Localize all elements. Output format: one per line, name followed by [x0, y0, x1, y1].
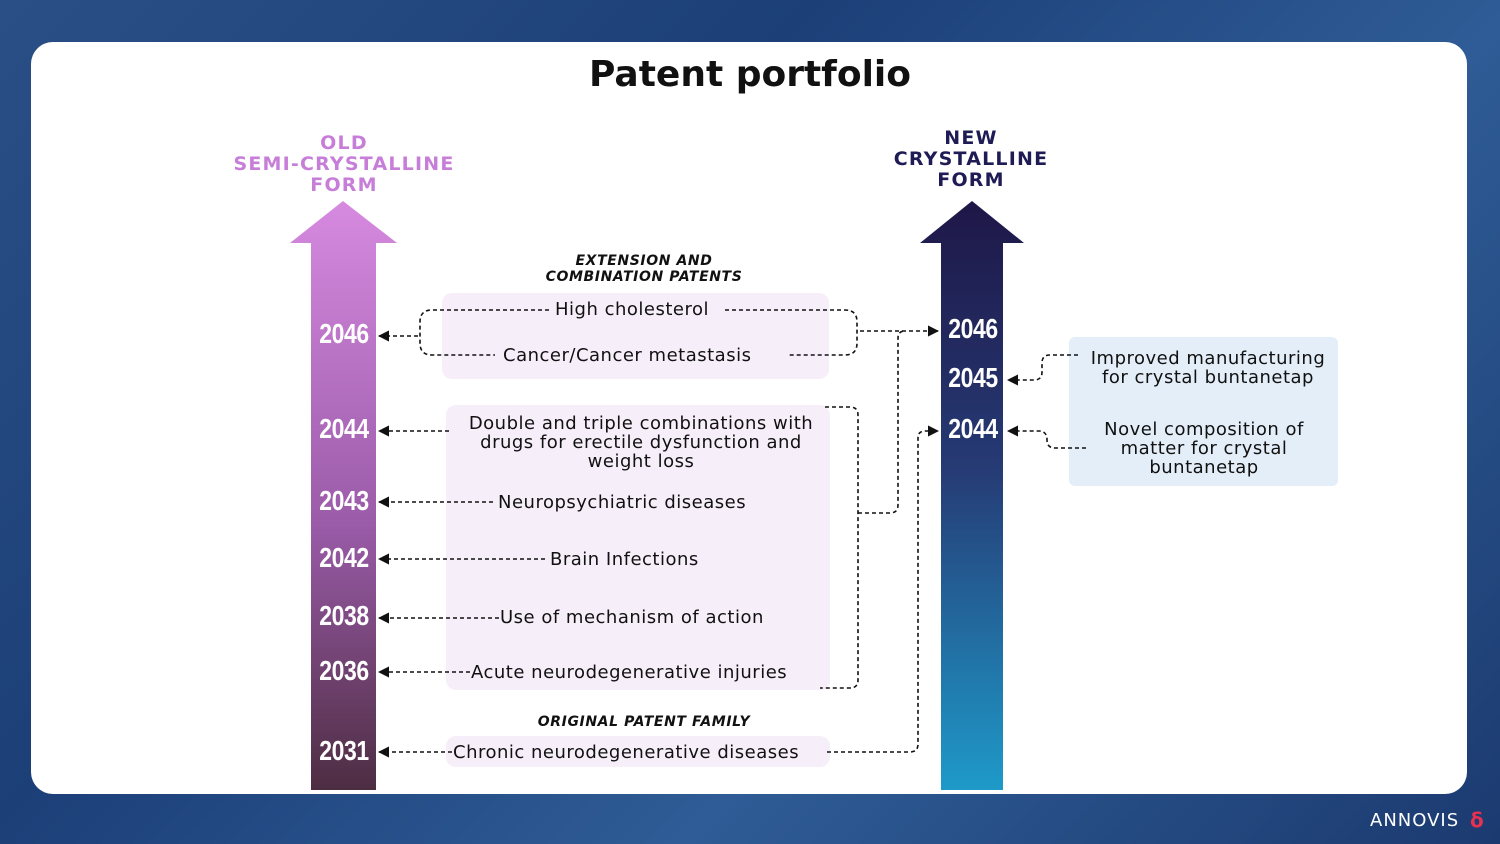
- crystal-composition-line2: matter for crystal: [1120, 438, 1288, 459]
- extension-box-top: [442, 293, 829, 379]
- old-year-2038: 2038: [319, 600, 369, 631]
- patent-chronic: Chronic neurodegenerative diseases: [453, 742, 800, 763]
- crystal-composition-line1: Novel composition of: [1104, 419, 1304, 440]
- patent-combinations-line3: weight loss: [587, 451, 695, 472]
- patent-combinations-line1: Double and triple combinations with: [468, 413, 814, 434]
- patent-mechanism: Use of mechanism of action: [500, 607, 764, 628]
- old-form-line1: OLD: [320, 132, 368, 154]
- crystal-composition: Novel composition of matter for crystal …: [1079, 420, 1329, 477]
- new-year-2044: 2044: [948, 413, 998, 444]
- old-year-2046: 2046: [319, 318, 369, 349]
- crystal-manufacturing-line2: for crystal buntanetap: [1102, 367, 1314, 388]
- crystal-manufacturing: Improved manufacturing for crystal bunta…: [1074, 349, 1342, 387]
- old-year-2044: 2044: [319, 413, 369, 444]
- crystal-patents-box: [1069, 337, 1338, 486]
- new-form-arrow: [920, 201, 1024, 790]
- annovis-logo: ANNOVIS: [1370, 810, 1460, 831]
- old-form-arrow: [290, 201, 397, 790]
- patent-neuropsychiatric: Neuropsychiatric diseases: [498, 492, 747, 513]
- extension-label-line2: COMBINATION PATENTS: [545, 269, 743, 285]
- crystal-manufacturing-line1: Improved manufacturing: [1090, 348, 1326, 369]
- old-year-2043: 2043: [319, 485, 369, 516]
- old-year-2042: 2042: [319, 542, 369, 573]
- patent-acute: Acute neurodegenerative injuries: [471, 662, 788, 683]
- new-form-heading: NEW CRYSTALLINE FORM: [861, 128, 1081, 191]
- new-form-line3: FORM: [937, 169, 1005, 191]
- new-year-2046: 2046: [948, 313, 998, 344]
- new-form-line1: NEW: [944, 127, 998, 149]
- old-form-line2: SEMI-CRYSTALLINE: [233, 153, 455, 175]
- page-title: Patent portfolio: [589, 54, 911, 95]
- original-box: [446, 736, 830, 767]
- old-year-2031: 2031: [319, 735, 369, 766]
- patent-cancer: Cancer/Cancer metastasis: [503, 345, 752, 366]
- patent-high-cholesterol: High cholesterol: [555, 299, 710, 320]
- old-form-line3: FORM: [310, 174, 378, 196]
- new-year-2045: 2045: [948, 362, 998, 393]
- old-form-heading: OLD SEMI-CRYSTALLINE FORM: [214, 133, 474, 196]
- old-year-2036: 2036: [319, 655, 369, 686]
- connector-lines: [377, 309, 1086, 758]
- crystal-composition-line3: buntanetap: [1149, 457, 1259, 478]
- annovis-logo-mark: δ: [1470, 808, 1484, 832]
- extension-box-main: [446, 405, 830, 690]
- patent-combinations-line2: drugs for erectile dysfunction and: [480, 432, 802, 453]
- original-section-label: ORIGINAL PATENT FAMILY: [537, 714, 751, 730]
- patent-brain-infections: Brain Infections: [550, 549, 699, 570]
- extension-section-label: EXTENSION AND COMBINATION PATENTS: [514, 253, 774, 285]
- patent-combinations: Double and triple combinations with drug…: [451, 414, 831, 471]
- extension-label-line1: EXTENSION AND: [575, 253, 713, 269]
- new-form-line2: CRYSTALLINE: [893, 148, 1049, 170]
